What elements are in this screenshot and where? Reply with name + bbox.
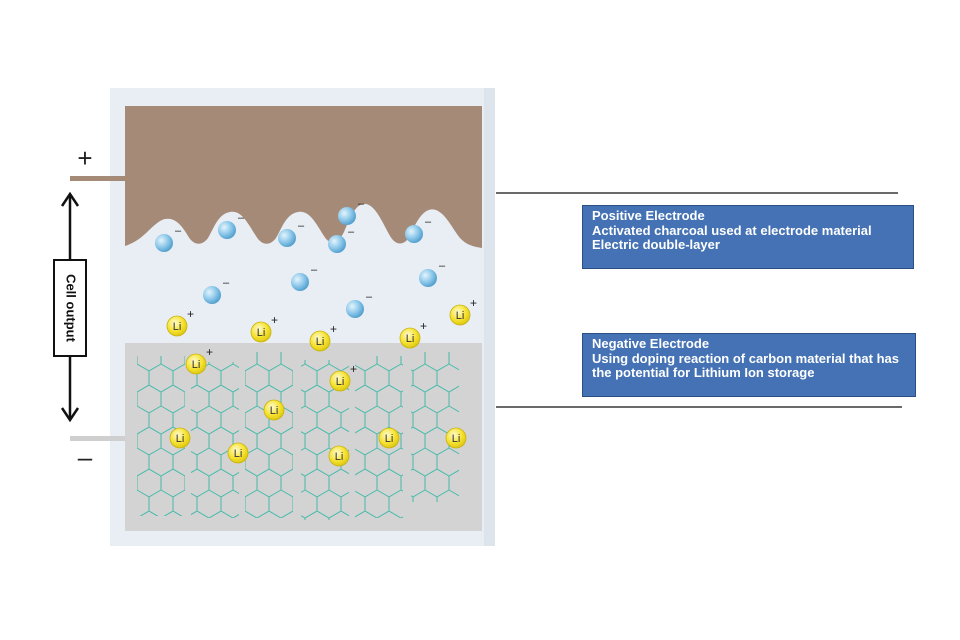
negative-electrode-callout: Negative Electrode Using doping reaction… — [582, 333, 916, 397]
lithium-charge: + — [350, 362, 357, 376]
lithium-label: Li — [385, 433, 394, 445]
lithium-label: Li — [173, 321, 182, 333]
lithium-ion: Li — [264, 400, 284, 420]
cell-output-label: Cell output — [64, 274, 79, 343]
lithium-label: Li — [335, 451, 344, 463]
lithium-ion: Li — [170, 428, 190, 448]
lithium-label: Li — [452, 433, 461, 445]
positive-terminal — [70, 176, 125, 181]
anion-charge: – — [425, 216, 432, 228]
lithium-label: Li — [406, 333, 415, 345]
lithium-label: Li — [257, 327, 266, 339]
lithium-ion: Li — [228, 443, 248, 463]
lithium-charge: + — [330, 322, 337, 336]
lithium-charge: + — [187, 307, 194, 321]
casing-shadow — [484, 88, 495, 546]
negative-callout-title: Negative Electrode — [592, 337, 907, 352]
anion-charge: – — [175, 225, 182, 237]
lithium-label: Li — [316, 336, 325, 348]
lithium-ion: Li — [329, 446, 349, 466]
lithium-label: Li — [336, 376, 345, 388]
lithium-ion: Li — [379, 428, 399, 448]
positive-callout-title: Positive Electrode — [592, 209, 905, 224]
positive-callout-line2: Electric double-layer — [592, 238, 905, 253]
anion-charge: – — [366, 291, 373, 303]
positive-sign: + — [77, 143, 92, 173]
positive-electrode-callout: Positive Electrode Activated charcoal us… — [582, 205, 914, 269]
lithium-ion: Li — [446, 428, 466, 448]
lithium-charge: + — [470, 296, 477, 310]
lithium-label: Li — [456, 310, 465, 322]
negative-callout-line1: Using doping reaction of carbon material… — [592, 352, 907, 381]
anion-charge: – — [358, 198, 365, 210]
anion-charge: – — [439, 260, 446, 272]
anion-charge: – — [223, 277, 230, 289]
lithium-label: Li — [192, 359, 201, 371]
lithium-label: Li — [270, 405, 279, 417]
lithium-label: Li — [234, 448, 243, 460]
negative-terminal — [70, 436, 125, 441]
lithium-charge: + — [271, 313, 278, 327]
cell-output-arrow: Cell output — [54, 194, 86, 420]
lithium-charge: + — [206, 345, 213, 359]
anion-charge: – — [298, 220, 305, 232]
anion-charge: – — [311, 264, 318, 276]
positive-callout-line1: Activated charcoal used at electrode mat… — [592, 224, 905, 239]
lithium-charge: + — [420, 319, 427, 333]
anion-charge: – — [238, 212, 245, 224]
anion-charge: – — [348, 226, 355, 238]
negative-sign: – — [78, 442, 93, 472]
lithium-label: Li — [176, 433, 185, 445]
